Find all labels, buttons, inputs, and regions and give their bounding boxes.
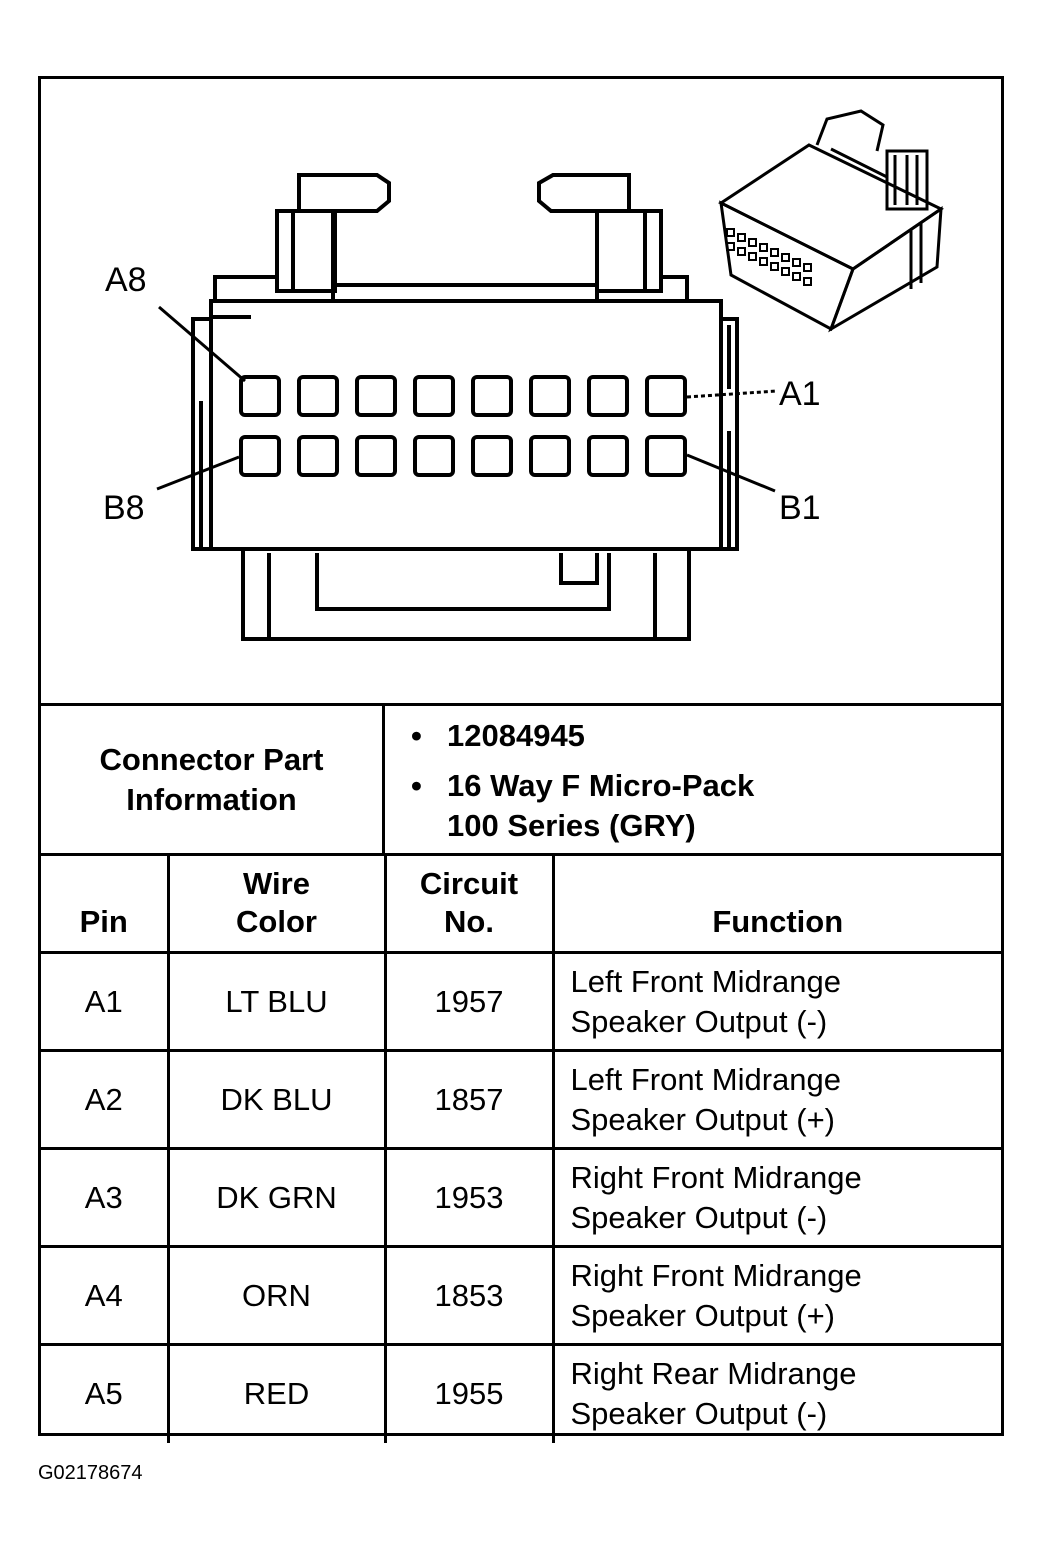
pin-cavity-b1 [645,435,687,477]
pin-cavity-b3 [529,435,571,477]
cell-pin: A5 [41,1343,170,1443]
cell-pin: A3 [41,1147,170,1248]
top-bridge [331,283,599,303]
bullet-icon: • [411,768,422,803]
description-line1: 16 Way F Micro-Pack [447,768,755,803]
pin-cavity-a7 [297,375,339,417]
pin-table: Pin Wire Color Circuit No. Function A1 L… [41,853,1001,1443]
description-line2: 100 Series (GRY) [447,808,696,843]
label-b1: B1 [779,489,821,527]
cell-wire-color: DK BLU [166,1049,387,1150]
pin-cavity-b4 [471,435,513,477]
bottom-skirt [241,549,691,641]
pin-cavity-a3 [529,375,571,417]
cell-wire-color: RED [166,1343,387,1443]
pin-cavity-a4 [471,375,513,417]
cell-wire-color: DK GRN [166,1147,387,1248]
leader-b8 [156,455,240,491]
leader-a1 [686,389,778,399]
part-number-item: • 12084945 [411,716,585,756]
cell-circuit: 1853 [383,1245,555,1346]
header-pin: Pin [41,853,170,954]
connector-info-label-line1: Connector Part [99,741,324,777]
cell-pin: A4 [41,1245,170,1346]
pin-row-a [239,375,687,417]
leader-b1 [686,453,776,493]
cell-circuit: 1953 [383,1147,555,1248]
connector-info-values: • 12084945 • 16 Way F Micro-Pack 100 Ser… [385,706,1001,853]
cell-wire-color: LT BLU [166,951,387,1052]
description-item: • 16 Way F Micro-Pack 100 Series (GRY) [411,766,755,846]
pin-cavity-b8 [239,435,281,477]
pin-cavity-b2 [587,435,629,477]
label-b8: B8 [103,489,145,527]
pin-cavity-a2 [587,375,629,417]
header-wire-color: Wire Color [166,853,387,954]
part-number: 12084945 [447,718,585,753]
header-function: Function [551,853,1001,954]
cell-pin: A2 [41,1049,170,1150]
connector-diagram: A8 B8 A1 B1 [103,109,944,641]
pin-cavity-a8 [239,375,281,417]
diagram-frame: A8 B8 A1 B1 [38,76,1004,1443]
cell-circuit: 1857 [383,1049,555,1150]
pin-cavity-a1 [645,375,687,417]
cell-wire-color: ORN [166,1245,387,1346]
cell-pin: A1 [41,951,170,1052]
label-a1: A1 [779,375,821,413]
cell-circuit: 1955 [383,1343,555,1443]
connector-info-label-line2: Information [126,781,297,817]
pin-cavity-b5 [413,435,455,477]
connector-info-label: Connector Part Information [41,706,385,853]
label-a8: A8 [105,261,147,299]
leader-a8 [158,305,246,383]
connector-housing [191,275,739,551]
pin-cavity-a5 [413,375,455,417]
right-latch [537,173,663,293]
figure-id: G02178674 [38,1462,143,1484]
connector-info-row: Connector Part Information • 12084945 • … [41,703,1001,853]
left-latch [275,173,391,293]
pin-cavity-b7 [297,435,339,477]
leader-lines [156,305,778,493]
table-header-row: Pin Wire Color Circuit No. Function [41,853,1001,954]
connector-3d-thumbnail [718,109,944,333]
pin-row-b [239,435,687,477]
pin-cavity-b6 [355,435,397,477]
cell-circuit: 1957 [383,951,555,1052]
header-circuit-no: Circuit No. [383,853,555,954]
bullet-icon: • [411,718,422,753]
pin-cavity-a6 [355,375,397,417]
